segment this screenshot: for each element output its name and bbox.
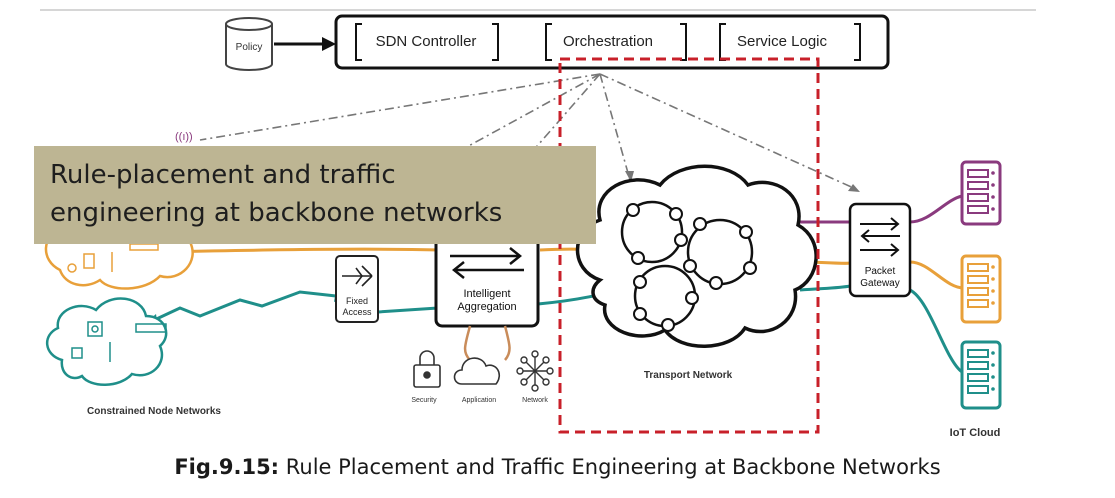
- aggregation-service-links: [463, 325, 511, 361]
- application-cloud-icon: [453, 357, 501, 385]
- cloud-orange-devices: [67, 243, 159, 273]
- rule-placement-callout: Rule-placement and traffic engineering a…: [34, 146, 596, 244]
- control-arrow-gateway: [599, 73, 859, 191]
- packet-gateway-label-1: Packet: [865, 266, 896, 277]
- fixed-access-icon: [342, 265, 373, 287]
- service-logic-label: Service Logic: [737, 33, 828, 50]
- security-label: Security: [411, 397, 437, 404]
- packet-gateway-switch-icon: [860, 217, 900, 257]
- callout-line-1: Rule-placement and traffic: [50, 160, 396, 190]
- policy-arrowhead: [322, 37, 336, 51]
- constrained-cloud-teal: [46, 297, 168, 386]
- server-rack-orange-icon: [960, 254, 1002, 324]
- gateway-arrowhead: [848, 184, 860, 192]
- control-layer-bar: [334, 14, 890, 70]
- callout-line-2: engineering at backbone networks: [50, 198, 503, 228]
- transport-network-label: Transport Network: [644, 370, 733, 381]
- policy-database-icon: Policy: [225, 17, 273, 71]
- figure-caption-text: Rule Placement and Traffic Engineering a…: [279, 455, 941, 479]
- transport-network-cloud: [575, 164, 818, 348]
- constrained-node-networks-label: Constrained Node Networks: [87, 406, 221, 417]
- network-mesh-icon: [516, 350, 554, 392]
- server-rack-teal-icon: [960, 340, 1002, 410]
- orchestration-bracket: [545, 23, 687, 61]
- policy-label: Policy: [236, 42, 263, 53]
- aggregation-switch-icon: [450, 247, 524, 279]
- control-arrow-constrained: [199, 73, 601, 141]
- purple-link: [800, 194, 963, 224]
- wireless-signal-icon: ((ı)): [175, 131, 193, 143]
- figure-caption-prefix: Fig.9.15:: [174, 455, 280, 479]
- sdn-controller-label: SDN Controller: [376, 33, 477, 50]
- security-lock-icon: [413, 350, 441, 388]
- transport-network-nodes: [626, 203, 757, 332]
- application-label: Application: [462, 397, 496, 404]
- server-rack-purple-icon: [960, 160, 1002, 226]
- orchestration-label: Orchestration: [563, 33, 653, 50]
- backbone-highlight-box: [558, 57, 820, 434]
- fixed-access-label-1: Fixed: [346, 296, 368, 306]
- cloud-teal-devices: [71, 321, 167, 362]
- control-arrow-transport: [599, 73, 631, 181]
- packet-gateway-label-2: Gateway: [860, 278, 899, 289]
- sdn-controller-bracket: [355, 23, 499, 61]
- figure-caption: Fig.9.15: Rule Placement and Traffic Eng…: [0, 455, 1115, 479]
- aggregation-label-2: Aggregation: [457, 301, 516, 313]
- teal-link-upper: [799, 284, 963, 374]
- iot-cloud-label: IoT Cloud: [950, 427, 1001, 439]
- orange-link: [149, 247, 965, 290]
- fixed-access-label-2: Access: [342, 307, 372, 317]
- wireless-link: [149, 290, 337, 324]
- control-arrow-fixed-access: [369, 73, 601, 201]
- aggregation-label-1: Intelligent: [463, 288, 510, 300]
- network-label: Network: [522, 397, 548, 404]
